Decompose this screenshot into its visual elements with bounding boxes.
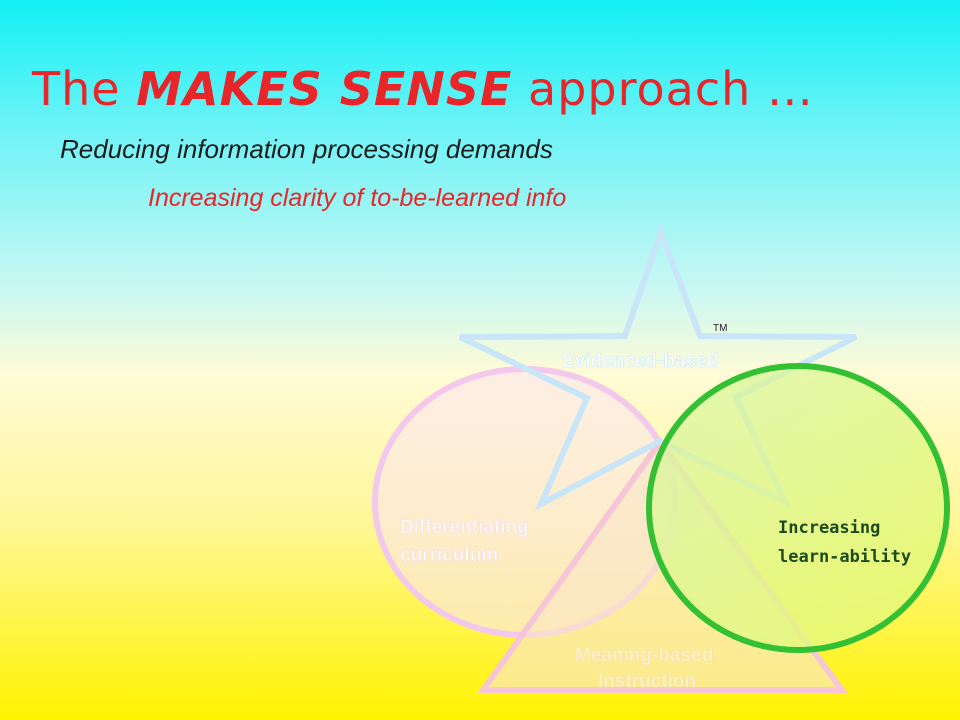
green-label-line1: Increasing <box>778 518 880 538</box>
trademark-mark: TM <box>713 323 727 334</box>
title-prefix: The <box>32 62 137 116</box>
evidence-star <box>458 223 858 511</box>
triangle-label-line2: Instruction <box>598 671 696 692</box>
subtitle-secondary: Increasing clarity of to-be-learned info <box>148 184 567 212</box>
slide-title: The MAKES SENSE approach … <box>32 62 814 116</box>
title-emphasis: MAKES SENSE <box>136 62 513 116</box>
subtitle: Reducing information processing demands <box>60 134 553 164</box>
circle-label-line2: curriculum <box>400 545 498 566</box>
star-label: Evidenced-based <box>562 351 718 372</box>
green-label-line2: learn-ability <box>778 547 911 567</box>
learnability-circle <box>646 363 950 653</box>
title-suffix: approach … <box>512 62 814 116</box>
triangle-label-line1: Meaning-based <box>575 645 713 666</box>
circle-label-line1: Differentiating <box>400 517 529 538</box>
